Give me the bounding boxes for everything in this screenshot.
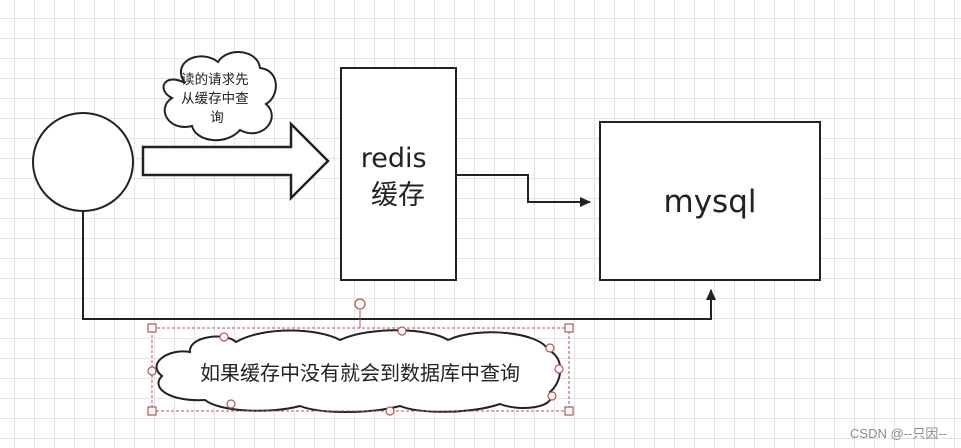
resize-handle-bottom-left[interactable] bbox=[147, 406, 157, 416]
connection-point[interactable] bbox=[147, 366, 157, 376]
mysql-label: mysql bbox=[664, 184, 757, 220]
read-note-line-1: 读的请求先 bbox=[181, 72, 249, 88]
resize-handle-top-right[interactable] bbox=[564, 323, 574, 333]
resize-handle-top-left[interactable] bbox=[147, 323, 157, 333]
resize-handle-bottom-right[interactable] bbox=[564, 406, 574, 416]
rotate-handle[interactable] bbox=[354, 298, 366, 310]
read-note-text: 读的请求先 从缓存中查 询 bbox=[181, 72, 253, 126]
connection-point[interactable] bbox=[397, 326, 407, 336]
connection-point[interactable] bbox=[547, 391, 557, 401]
edge-client-to-mysql[interactable] bbox=[82, 210, 716, 320]
edge-redis-to-mysql[interactable] bbox=[456, 174, 591, 207]
read-note-line-3: 询 bbox=[210, 110, 224, 126]
connection-point[interactable] bbox=[226, 399, 236, 409]
request-block-arrow[interactable] bbox=[141, 120, 330, 202]
read-note-cloud[interactable] bbox=[162, 50, 277, 142]
watermark: CSDN @--只因-- bbox=[850, 426, 947, 441]
selection-overlay bbox=[147, 298, 574, 416]
connection-point[interactable] bbox=[554, 364, 564, 374]
connection-point[interactable] bbox=[545, 343, 555, 353]
connection-point[interactable] bbox=[385, 406, 395, 416]
read-note-line-2: 从缓存中查 bbox=[181, 91, 249, 107]
redis-box[interactable] bbox=[340, 67, 457, 281]
client-circle[interactable] bbox=[32, 112, 134, 212]
connection-point[interactable] bbox=[219, 332, 229, 342]
fallback-note-text: 如果缓存中没有就会到数据库中查询 bbox=[200, 361, 520, 385]
mysql-box[interactable] bbox=[599, 121, 821, 281]
redis-label: redis 缓存 bbox=[361, 143, 435, 211]
redis-label-line-2: 缓存 bbox=[371, 180, 425, 211]
redis-label-line-1: redis bbox=[361, 143, 427, 174]
fallback-note-cloud[interactable] bbox=[155, 329, 562, 413]
